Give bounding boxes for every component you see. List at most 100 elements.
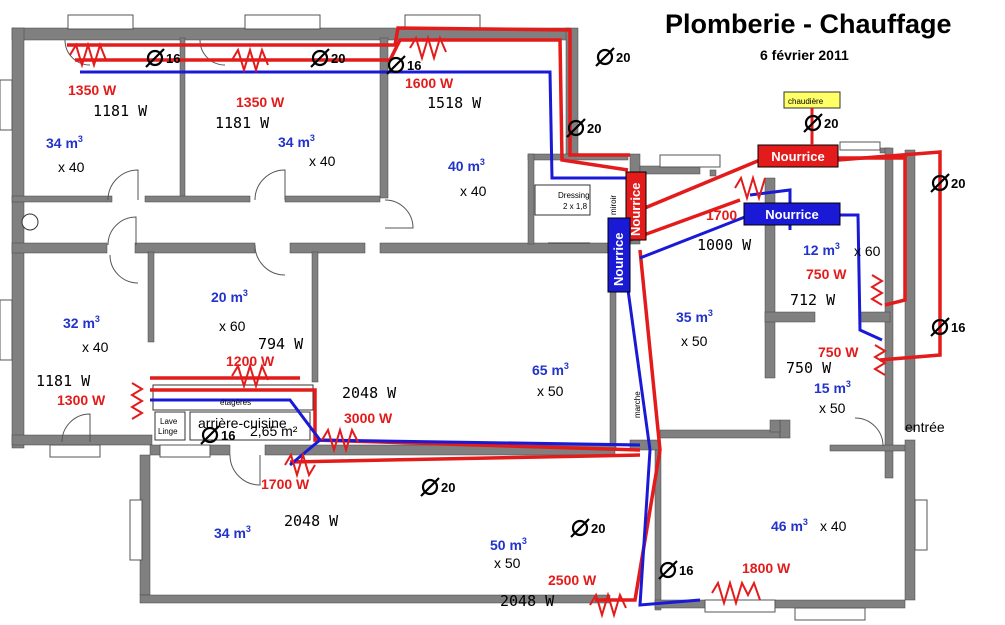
diameter-slash <box>930 317 950 337</box>
blue-return-pipes <box>80 70 883 607</box>
diameter-marker <box>200 425 220 445</box>
diameter-icon <box>567 119 585 137</box>
windows <box>0 14 928 621</box>
diameter-slash <box>386 55 406 75</box>
heat-loss-value: 2048 W <box>500 592 555 610</box>
diameter-slash <box>930 173 950 193</box>
radiator-power: 1700 <box>706 207 737 223</box>
diameter-icon <box>421 478 439 496</box>
diameter-value: 20 <box>616 50 630 65</box>
radiator-power: 1600 W <box>405 75 454 91</box>
diameter-value: 20 <box>587 121 601 136</box>
room-volume: 20 m3 <box>211 288 248 305</box>
radiator-power: 1300 W <box>57 392 106 408</box>
radiators <box>69 34 887 619</box>
diameter-marker <box>386 55 406 75</box>
coefficient-value: x 50 <box>819 400 846 416</box>
diameter-value: 20 <box>824 116 838 131</box>
room-volume: 46 m3 <box>771 517 808 534</box>
diameter-value: 16 <box>166 51 180 66</box>
heat-loss-value: 1181 W <box>93 102 148 120</box>
coefficient-value: x 50 <box>494 555 521 571</box>
coefficient-value: x 40 <box>309 153 336 169</box>
diameter-icon <box>146 49 164 67</box>
nourrice-label: Nourrice <box>628 183 643 236</box>
diameter-marker <box>420 477 440 497</box>
coefficient-value: x 40 <box>820 518 847 534</box>
diameter-marker <box>570 518 590 538</box>
diameter-slash <box>566 118 586 138</box>
diameter-icon <box>596 48 614 66</box>
nourrice-vertical-blue <box>607 217 631 293</box>
radiator-power: 750 W <box>818 344 859 360</box>
dressing-dimensions: 2 x 1,8 <box>563 202 588 211</box>
lave-linge-label: Lave <box>160 417 178 426</box>
diameter-slash <box>658 560 678 580</box>
diameter-icon <box>804 114 822 132</box>
coefficient-value: x 40 <box>460 183 487 199</box>
page-date: 6 février 2011 <box>760 47 849 63</box>
diameter-marker <box>930 173 950 193</box>
diameter-icon <box>659 561 677 579</box>
diameter-slash <box>145 48 165 68</box>
heat-loss-value: 2048 W <box>284 512 339 530</box>
nourrice-vertical-red <box>625 171 647 241</box>
arriere-cuisine-area: 2,65 m² <box>250 423 298 439</box>
dressing-label: Dressing <box>558 191 590 200</box>
diameter-marker <box>930 317 950 337</box>
radiator-power: 1700 W <box>261 476 310 492</box>
diameter-value: 16 <box>679 563 693 578</box>
radiator-power: 3000 W <box>344 410 393 426</box>
diameter-slash <box>595 47 615 67</box>
diameter-marker <box>658 560 678 580</box>
coefficient-value: x 40 <box>58 159 85 175</box>
heat-loss-value: 2048 W <box>342 384 397 402</box>
miroir-label: miroir <box>609 195 618 215</box>
nourrice-top-right <box>757 144 839 168</box>
nourrice-mid-right <box>743 202 841 226</box>
radiator-power: 2500 W <box>548 572 597 588</box>
room-volume: 15 m3 <box>814 379 851 396</box>
diameter-value: 20 <box>441 480 455 495</box>
chaudiere-label: chaudière <box>788 97 824 106</box>
coefficient-value: x 50 <box>537 383 564 399</box>
page-title: Plomberie - Chauffage <box>665 9 952 39</box>
room-volume: 12 m3 <box>803 241 840 258</box>
diameter-marker <box>803 113 823 133</box>
nourrice-label: Nourrice <box>765 207 818 222</box>
radiator-power: 750 W <box>806 266 847 282</box>
heat-loss-value: 712 W <box>790 291 836 309</box>
furniture <box>21 91 841 441</box>
radiator-power: 1350 W <box>236 94 285 110</box>
heat-loss-value: 1518 W <box>427 94 482 112</box>
heat-loss-value: 750 W <box>786 359 832 377</box>
diameter-slash <box>570 518 590 538</box>
room-volume: 34 m3 <box>278 133 315 150</box>
diameter-marker <box>595 47 615 67</box>
nourrice-manifolds: Nourrice Nourrice Nourrice Nourrice <box>607 108 841 293</box>
red-supply-pipes <box>67 26 942 602</box>
nourrice-label: Nourrice <box>611 233 626 286</box>
room-volume: 34 m3 <box>46 134 83 151</box>
diameter-slash <box>803 113 823 133</box>
diameter-slash <box>200 425 220 445</box>
lave-linge-label: Linge <box>158 427 178 436</box>
room-volume: 40 m3 <box>448 157 485 174</box>
radiator-power: 1350 W <box>68 82 117 98</box>
entree-label: entrée <box>905 419 945 435</box>
coefficient-value: x 50 <box>681 333 708 349</box>
doors <box>61 39 884 486</box>
etageres-label: étagères <box>220 398 251 407</box>
diameter-icon <box>387 56 405 74</box>
coefficient-value: x 60 <box>219 318 246 334</box>
diameter-marker <box>566 118 586 138</box>
diameter-slash <box>310 48 330 68</box>
radiator-power: 1200 W <box>226 353 275 369</box>
heat-loss-value: 1181 W <box>215 114 270 132</box>
coefficient-value: x 40 <box>82 339 109 355</box>
marche-label: marche <box>633 391 642 418</box>
